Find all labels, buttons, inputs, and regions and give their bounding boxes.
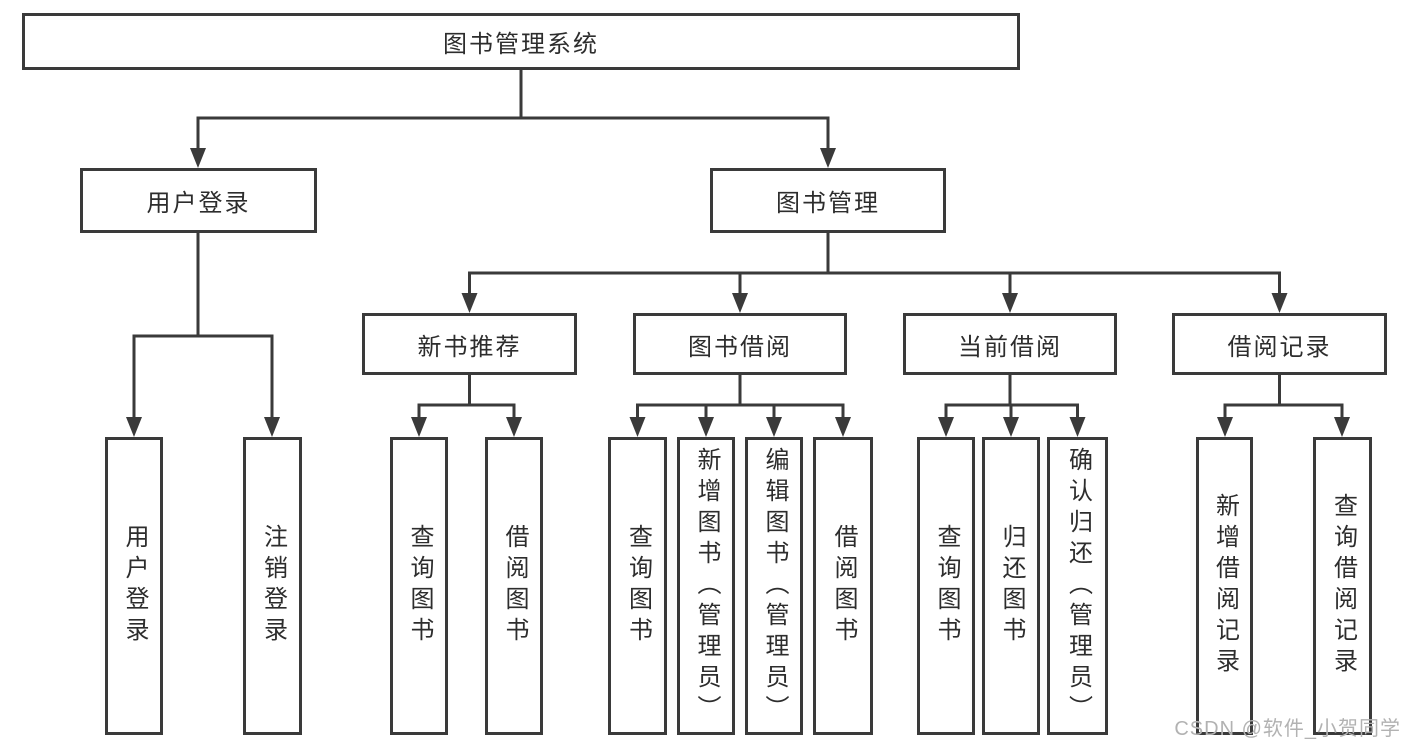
leaf-query-books-current: 查询图书 (917, 437, 975, 735)
node-label: 归还图书 (998, 524, 1025, 648)
leaf-edit-books-admin: 编辑图书（管理员） (745, 437, 803, 735)
leaf-borrow-books-borrowing: 借阅图书 (813, 437, 873, 735)
node-label: 借阅图书 (501, 524, 528, 648)
node-label: 借阅记录 (1227, 333, 1332, 361)
node-label: 新书推荐 (417, 333, 522, 361)
leaf-confirm-return-admin: 确认归还（管理员） (1047, 437, 1108, 735)
node-current-borrowing: 当前借阅 (903, 313, 1117, 375)
node-label: 图书管理系统 (443, 31, 599, 58)
leaf-add-borrowing-record: 新增借阅记录 (1196, 437, 1253, 735)
node-label: 查询借阅记录 (1329, 493, 1357, 679)
leaf-user-login: 用户登录 (105, 437, 163, 735)
node-label: 编辑图书（管理员） (761, 446, 788, 726)
node-label: 用户登录 (146, 190, 251, 217)
leaf-add-books-admin: 新增图书（管理员） (677, 437, 735, 735)
node-user-login: 用户登录 (80, 168, 317, 233)
node-label: 查询图书 (933, 524, 960, 648)
node-book-borrowing: 图书借阅 (633, 313, 847, 375)
node-book-management: 图书管理 (710, 168, 946, 233)
node-label: 图书借阅 (688, 333, 792, 361)
leaf-borrow-books-recommendation: 借阅图书 (485, 437, 543, 735)
node-label: 当前借阅 (958, 333, 1062, 361)
node-label: 用户登录 (121, 524, 148, 648)
node-label: 图书管理 (776, 190, 880, 217)
node-label: 查询图书 (624, 524, 652, 648)
node-new-book-recommendation: 新书推荐 (362, 313, 577, 375)
node-label: 借阅图书 (830, 524, 857, 648)
leaf-return-books: 归还图书 (982, 437, 1040, 735)
node-label: 新增图书（管理员） (693, 446, 720, 726)
node-label: 新增借阅记录 (1211, 493, 1239, 679)
csdn-watermark: CSDN @软件_小贺同学 (1174, 718, 1401, 740)
node-label: 查询图书 (406, 524, 433, 648)
node-label: 确认归还（管理员） (1064, 446, 1092, 726)
leaf-logout: 注销登录 (243, 437, 302, 735)
leaf-query-borrowing-record: 查询借阅记录 (1313, 437, 1372, 735)
node-label: 注销登录 (259, 524, 287, 648)
leaf-query-books-borrowing: 查询图书 (608, 437, 667, 735)
node-borrowing-records: 借阅记录 (1172, 313, 1387, 375)
node-library-management-system: 图书管理系统 (22, 13, 1020, 70)
leaf-query-books-recommendation: 查询图书 (390, 437, 448, 735)
